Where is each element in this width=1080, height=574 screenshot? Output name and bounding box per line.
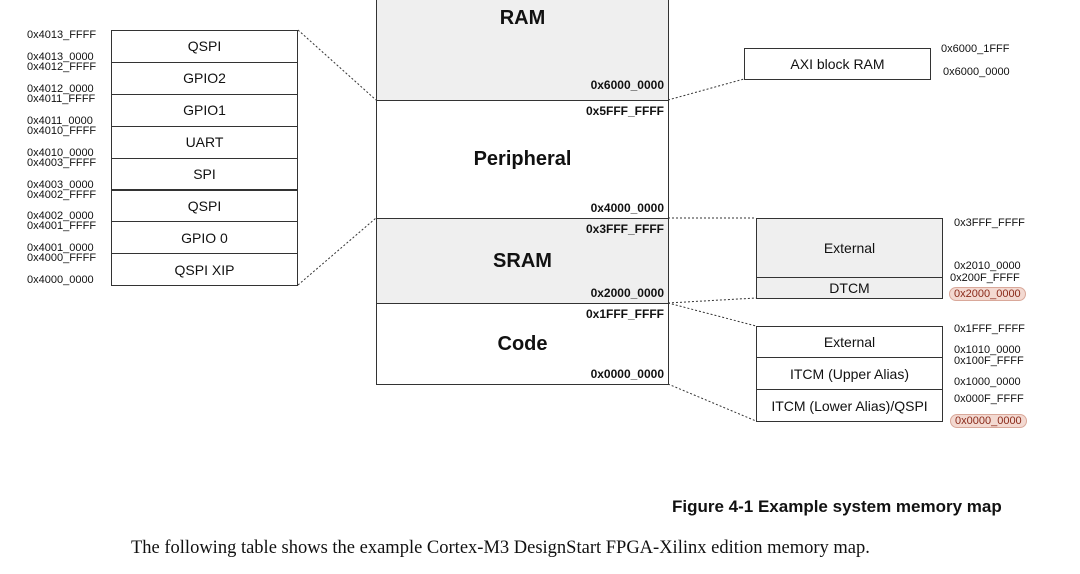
code-top-address: 0x1FFF_FFFF bbox=[585, 307, 664, 321]
code-external-bottom-address: 0x1010_0000 bbox=[954, 344, 1021, 356]
peripheral-block: GPIO 0 bbox=[111, 221, 298, 255]
itcm-upper-top-address: 0x100F_FFFF bbox=[954, 355, 1024, 367]
code-bottom-address: 0x0000_0000 bbox=[590, 367, 664, 381]
peripheral-block-label: UART bbox=[185, 134, 224, 151]
ram-title: RAM bbox=[499, 7, 546, 29]
peripheral-block-label: GPIO2 bbox=[183, 70, 226, 87]
figure-caption: Figure 4-1 Example system memory map bbox=[672, 497, 1002, 516]
sram-external-bottom-address: 0x2010_0000 bbox=[954, 260, 1021, 272]
itcm-lower-bottom-address: 0x0000_0000 bbox=[950, 414, 1027, 428]
peripheral-block: GPIO2 bbox=[111, 61, 298, 95]
peripheral-block-label: GPIO 0 bbox=[181, 229, 228, 246]
peripheral-block: UART bbox=[111, 125, 298, 159]
peripheral-block-label: SPI bbox=[193, 166, 216, 183]
ram-bottom-address: 0x6000_0000 bbox=[590, 78, 664, 92]
peripheral-bottom-address: 0x4002_0000 bbox=[27, 210, 94, 223]
peripheral-bottom-address: 0x4013_0000 bbox=[27, 50, 94, 63]
peripheral-region: 0x5FFF_FFFF Peripheral 0x4000_0000 bbox=[376, 100, 669, 219]
sram-external-top-address: 0x3FFF_FFFF bbox=[954, 217, 1025, 229]
peripheral-top-address: 0x4012_FFFF bbox=[27, 60, 97, 73]
peripheral-top-address: 0x5FFF_FFFF bbox=[585, 104, 664, 118]
peripheral-bottom-address: 0x4011_0000 bbox=[27, 114, 93, 127]
code-external-box: External bbox=[756, 326, 943, 358]
sram-top-address: 0x3FFF_FFFF bbox=[585, 222, 664, 236]
peripheral-block: SPI bbox=[111, 157, 298, 191]
peripheral-bottom-address: 0x4001_0000 bbox=[27, 242, 94, 255]
axi-block-ram-box: AXI block RAM bbox=[744, 48, 931, 80]
peripheral-bottom-address: 0x4012_0000 bbox=[27, 82, 94, 95]
peripheral-bottom-address: 0x4003_0000 bbox=[27, 178, 94, 191]
axi-block-ram-label: AXI block RAM bbox=[790, 56, 885, 72]
peripheral-block: QSPI bbox=[111, 189, 298, 223]
itcm-lower-alias-box: ITCM (Lower Alias)/QSPI bbox=[756, 389, 943, 422]
itcm-upper-alias-box: ITCM (Upper Alias) bbox=[756, 357, 943, 390]
peripheral-block-label: QSPI bbox=[187, 38, 222, 55]
itcm-lower-alias-label: ITCM (Lower Alias)/QSPI bbox=[771, 397, 928, 414]
sram-external-box: External bbox=[756, 218, 943, 278]
dtcm-box: DTCM bbox=[756, 277, 943, 299]
peripheral-block-label: QSPI XIP bbox=[174, 261, 235, 278]
code-region: 0x1FFF_FFFF Code 0x0000_0000 bbox=[376, 303, 669, 385]
code-external-label: External bbox=[823, 334, 876, 350]
axi-block-ram-bottom-address: 0x6000_0000 bbox=[943, 66, 1010, 78]
sram-title: SRAM bbox=[493, 250, 552, 272]
peripheral-top-address: 0x4000_FFFF bbox=[27, 252, 97, 265]
itcm-lower-top-address: 0x000F_FFFF bbox=[954, 393, 1024, 405]
dtcm-top-address: 0x200F_FFFF bbox=[950, 272, 1020, 284]
sram-external-label: External bbox=[823, 240, 876, 256]
peripheral-top-address: 0x4013_FFFF bbox=[27, 29, 97, 41]
sram-bottom-address: 0x2000_0000 bbox=[590, 286, 664, 300]
code-title: Code bbox=[497, 333, 548, 355]
peripheral-block: GPIO1 bbox=[111, 93, 298, 127]
axi-block-ram-top-address: 0x6000_1FFF bbox=[941, 43, 1010, 55]
peripheral-bottom-address: 0x4000_0000 bbox=[590, 201, 664, 215]
peripheral-block: QSPI bbox=[111, 30, 298, 63]
peripheral-top-address: 0x4003_FFFF bbox=[27, 156, 97, 169]
dtcm-label: DTCM bbox=[829, 280, 870, 296]
peripheral-top-address: 0x4010_FFFF bbox=[27, 124, 97, 137]
code-external-top-address: 0x1FFF_FFFF bbox=[954, 323, 1025, 335]
peripheral-top-address: 0x4001_FFFF bbox=[27, 220, 97, 233]
peripheral-bottom-address: 0x4000_0000 bbox=[27, 274, 94, 287]
dtcm-bottom-address: 0x2000_0000 bbox=[949, 287, 1026, 301]
itcm-upper-alias-label: ITCM (Upper Alias) bbox=[789, 365, 910, 382]
peripheral-bottom-address: 0x4010_0000 bbox=[27, 146, 94, 159]
peripheral-top-address: 0x4002_FFFF bbox=[27, 188, 97, 201]
peripheral-top-address: 0x4011_FFFF bbox=[27, 92, 96, 105]
peripheral-block: QSPI XIP bbox=[111, 253, 298, 287]
body-paragraph: The following table shows the example Co… bbox=[131, 538, 870, 558]
sram-region: 0x3FFF_FFFF SRAM 0x2000_0000 bbox=[376, 218, 669, 304]
ram-region: RAM 0x6000_0000 bbox=[376, 0, 669, 101]
peripheral-title: Peripheral bbox=[473, 148, 572, 170]
peripheral-block-label: GPIO1 bbox=[183, 102, 226, 119]
itcm-upper-bottom-address: 0x1000_0000 bbox=[954, 376, 1021, 388]
peripheral-block-label: QSPI bbox=[187, 197, 222, 214]
